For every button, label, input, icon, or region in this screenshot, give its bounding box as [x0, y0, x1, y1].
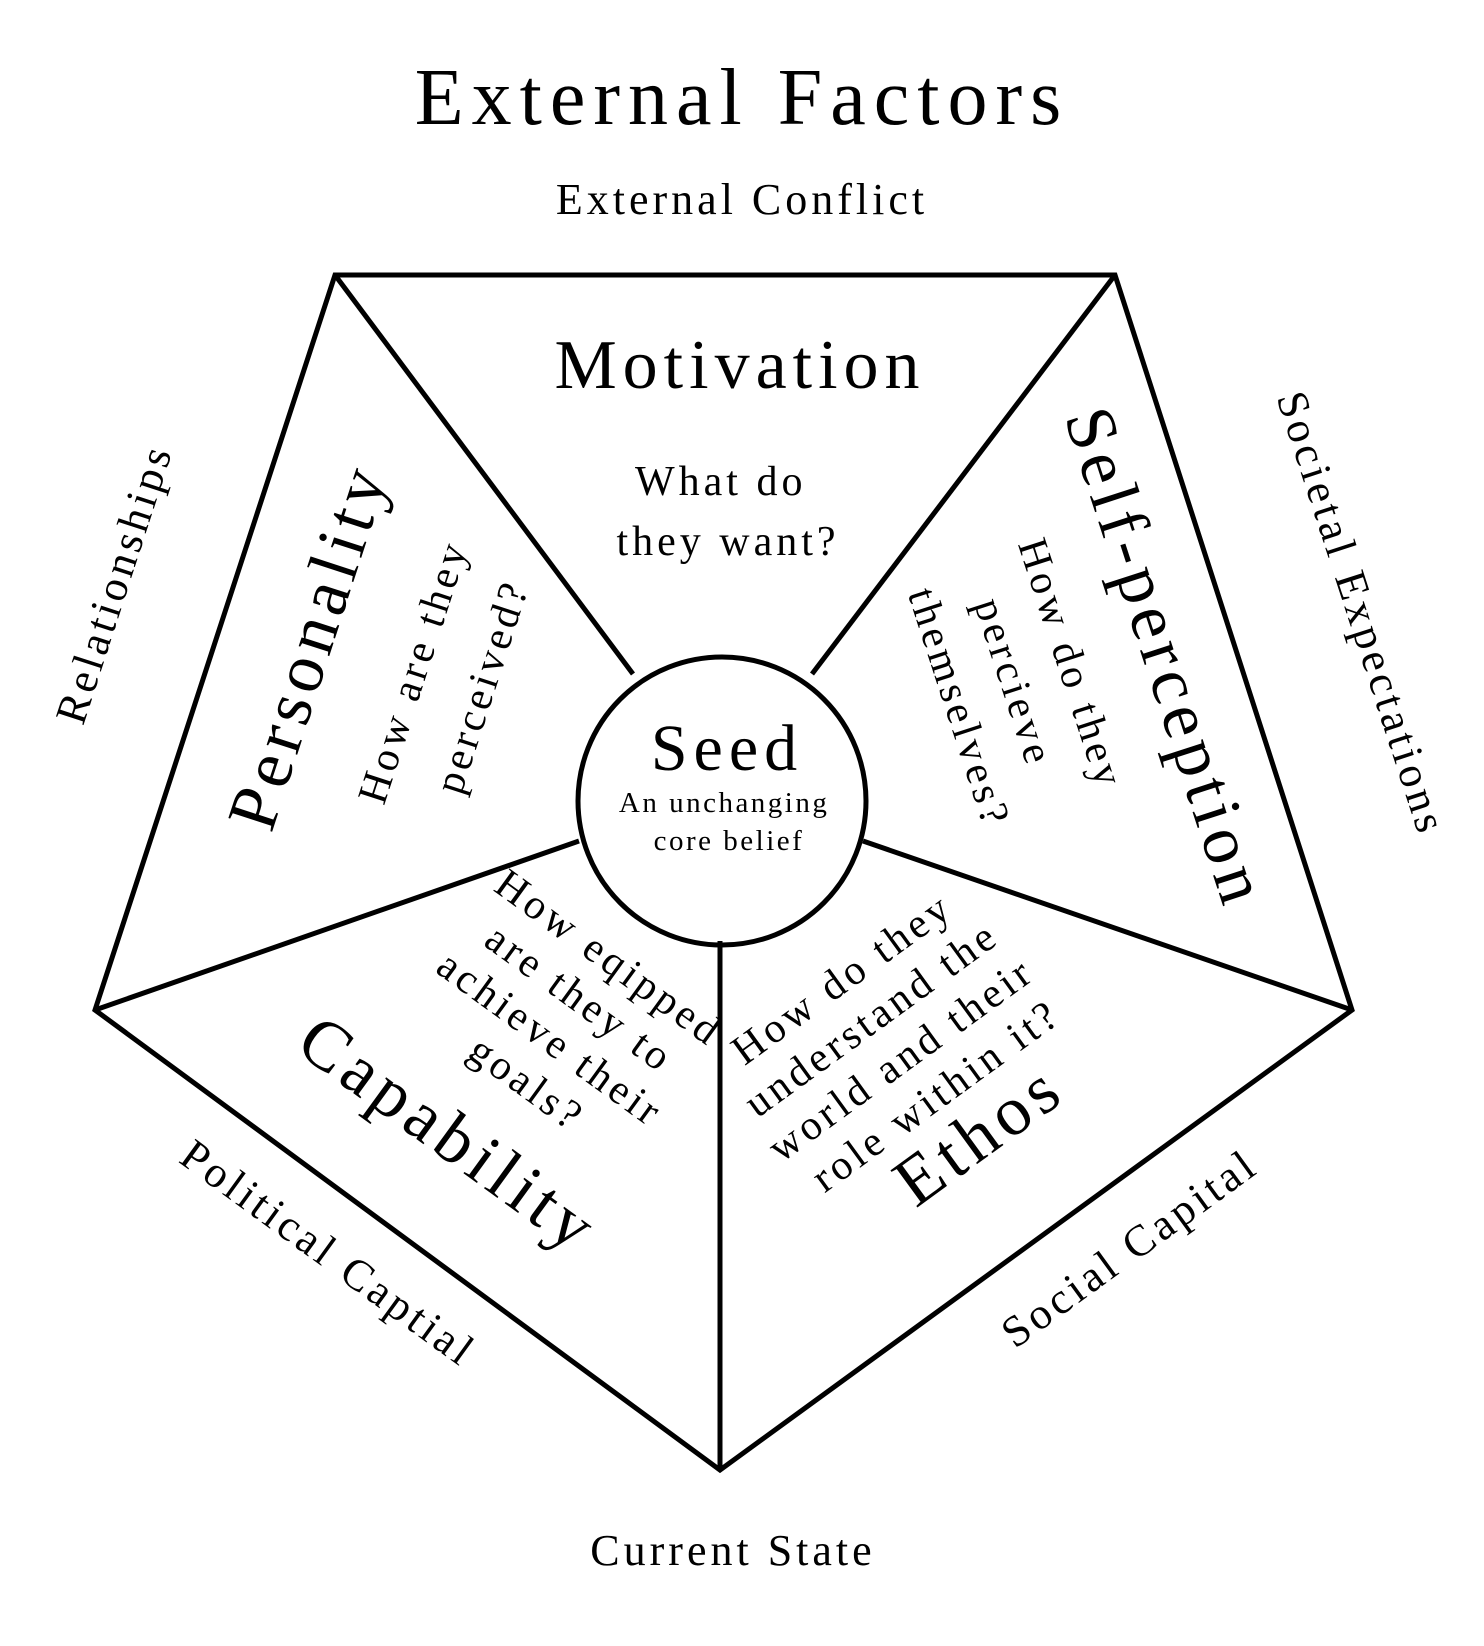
divider-left — [94, 838, 580, 1013]
diagram-title: External Factors — [415, 54, 1069, 142]
external-factor-upper-left: Relationships — [46, 437, 183, 729]
seed-subtitle-line: core belief — [654, 825, 805, 857]
seed-subtitle-line: An unchanging — [619, 787, 830, 819]
divider-right — [862, 838, 1353, 1013]
segment-question-motivation: What do they want? — [616, 459, 839, 565]
external-factor-upper-right: Societal Expectations — [1267, 385, 1457, 841]
external-factor-bottom: Current State — [590, 1526, 875, 1575]
segment-question-personality: How are they perceived? — [350, 520, 550, 830]
seed-subtitle: An unchanging core belief — [619, 787, 839, 857]
segment-title-motivation: Motivation — [554, 327, 925, 404]
divider-top-left — [332, 273, 636, 676]
seed-circle — [575, 654, 869, 948]
pentagon-outline — [92, 272, 1355, 1474]
question-line: What do — [635, 459, 806, 505]
question-line: they want? — [616, 519, 839, 565]
external-factor-top: External Conflict — [556, 175, 928, 224]
seed-title: Seed — [651, 712, 803, 785]
divider-top-right — [810, 273, 1117, 676]
